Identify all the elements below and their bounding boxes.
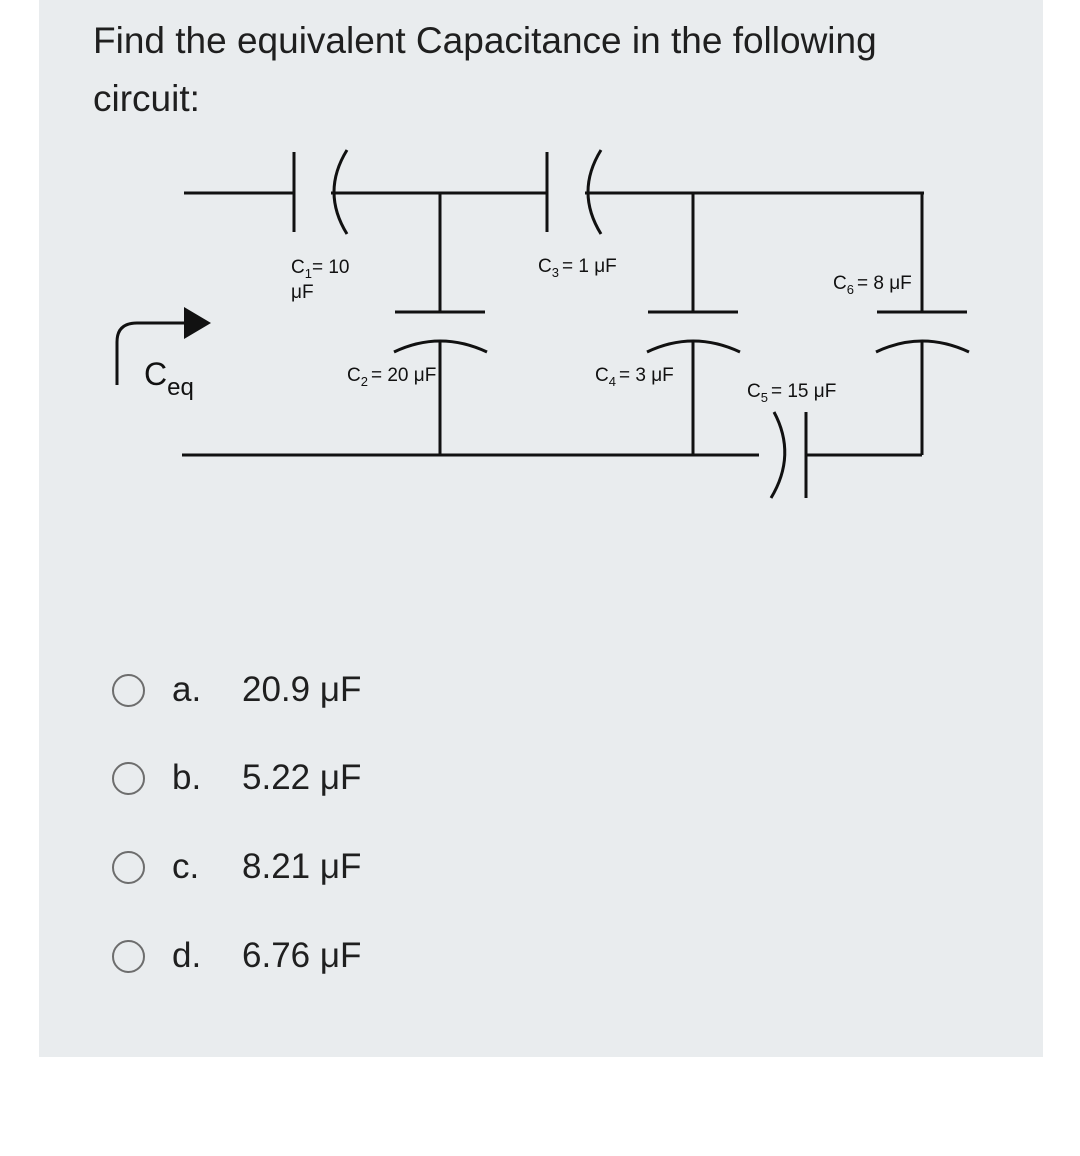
c6-label: C6= 8 μF [833,273,912,297]
option-b[interactable]: b. 5.22 μF [112,753,512,803]
radio-button-icon[interactable] [112,939,145,973]
c5-label: C5= 15 μF [747,381,836,405]
arrow-head-icon [184,307,211,339]
option-value: 5.22 μF [242,758,362,797]
c4-label: C4= 3 μF [595,365,674,389]
question-text: Find the equivalent Capacitance in the f… [93,20,877,119]
c1-label: C1= 10 [291,257,349,281]
option-a[interactable]: a. 20.9 μF [112,665,512,715]
option-value: 6.76 μF [242,936,362,975]
c2-label: C2= 20 μF [347,365,436,389]
circuit-diagram: Ceq C1= 10 μF C2= 20 μF C3= 1 μF C4= 3 μ… [115,149,970,499]
option-d[interactable]: d. 6.76 μF [112,931,512,981]
c3-label: C3= 1 μF [538,256,617,280]
ceq-label: Ceq [144,356,194,401]
option-value: 20.9 μF [242,670,362,709]
option-value: 8.21 μF [242,847,362,886]
c1-unit-label: μF [291,282,314,303]
option-letter: d. [172,936,202,975]
option-c[interactable]: c. 8.21 μF [112,842,512,892]
question-panel: Find the equivalent Capacitance in the f… [39,0,1043,1057]
option-letter: b. [172,758,202,797]
option-letter: c. [172,847,200,886]
option-letter: a. [172,670,202,709]
radio-button-icon[interactable] [112,673,145,707]
radio-button-icon[interactable] [112,761,145,795]
radio-button-icon[interactable] [112,850,145,884]
